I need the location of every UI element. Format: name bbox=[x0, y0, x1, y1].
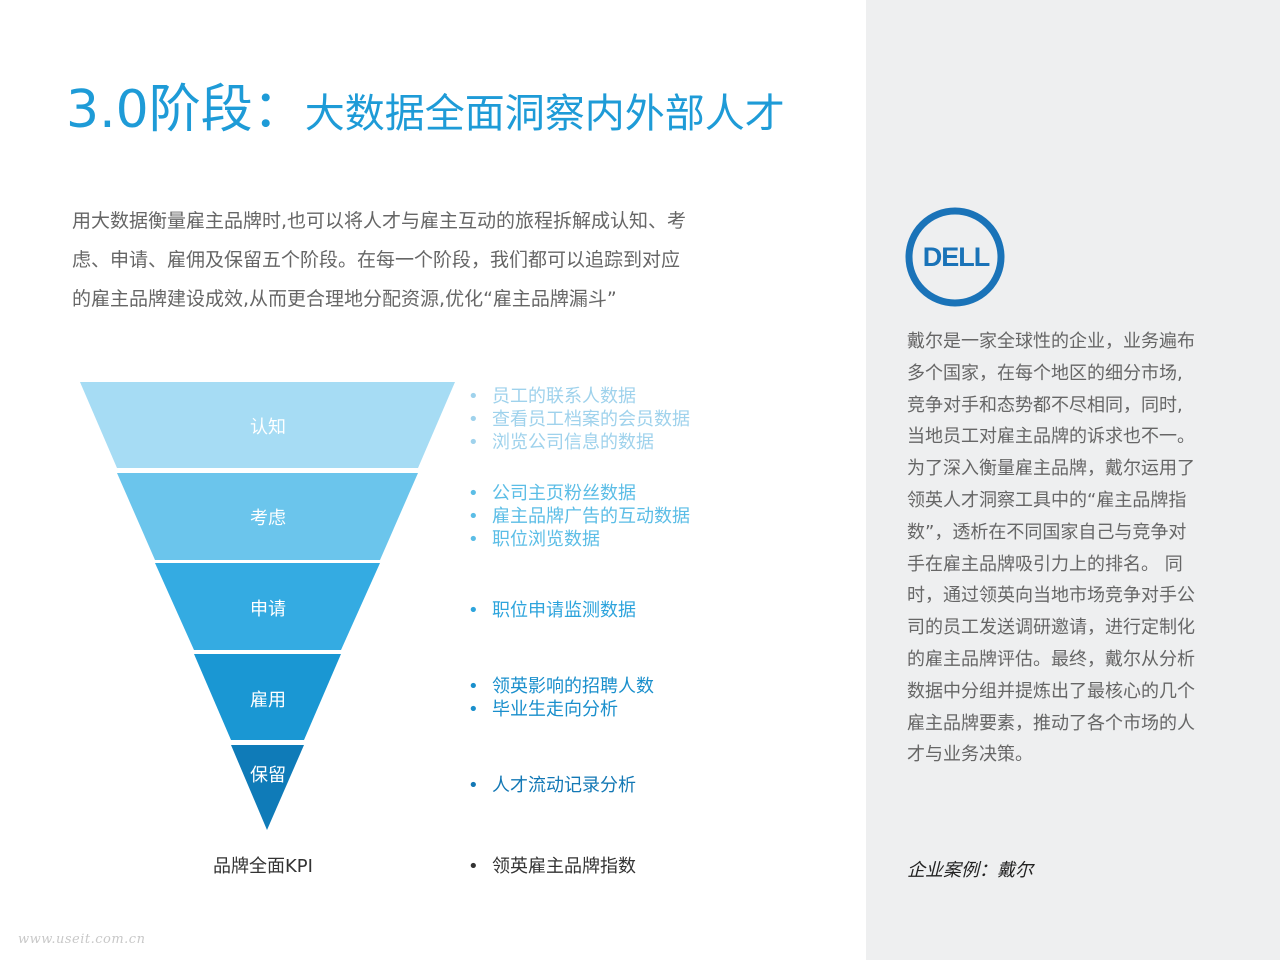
case-study-panel bbox=[866, 0, 1280, 960]
dell-logo-text: DELL bbox=[923, 242, 990, 272]
intro-paragraph: 用大数据衡量雇主品牌时,也可以将人才与雇主互动的旅程拆解成认知、考 虑、申请、雇… bbox=[72, 202, 772, 319]
title-prefix: 3.0阶段： bbox=[66, 80, 305, 140]
bullet-item: 浏览公司信息的数据 bbox=[468, 431, 690, 454]
funnel-stage-retention bbox=[231, 745, 304, 830]
bullet-item: 领英影响的招聘人数 bbox=[468, 675, 654, 698]
bullet-item: 毕业生走向分析 bbox=[468, 698, 654, 721]
case-line: 司的员工发送调研邀请，进行定制化 bbox=[907, 617, 1195, 639]
dell-logo: DELL bbox=[905, 207, 1005, 307]
case-line: 竞争对手和态势都不尽相同，同时, bbox=[907, 394, 1183, 416]
case-line: 数据中分组并提炼出了最核心的几个 bbox=[907, 680, 1195, 702]
stage-bullets-application: 职位申请监测数据 bbox=[468, 599, 636, 622]
case-line: 才与业务决策。 bbox=[907, 744, 1033, 766]
bullet-item: 职位申请监测数据 bbox=[468, 599, 636, 622]
bullet-item: 职位浏览数据 bbox=[468, 528, 690, 551]
case-line: 为了深入衡量雇主品牌，戴尔运用了 bbox=[907, 458, 1195, 480]
intro-line: 的雇主品牌建设成效,从而更合理地分配资源,优化“雇主品牌漏斗” bbox=[72, 288, 617, 310]
bullet-item: 公司主页粉丝数据 bbox=[468, 482, 690, 505]
case-line: 数”，透析在不同国家自己与竞争对 bbox=[907, 521, 1187, 543]
stage-label-hire: 雇用 bbox=[250, 690, 286, 711]
case-line: 戴尔是一家全球性的企业，业务遍布 bbox=[907, 331, 1195, 352]
stage-bullets-awareness: 员工的联系人数据 查看员工档案的会员数据 浏览公司信息的数据 bbox=[468, 385, 690, 454]
case-line: 领英人才洞察工具中的“雇主品牌指 bbox=[907, 489, 1187, 511]
case-label: 企业案例：戴尔 bbox=[907, 860, 1033, 881]
title-main: 大数据全面洞察内外部人才 bbox=[304, 91, 785, 137]
stage-bullets-hire: 领英影响的招聘人数 毕业生走向分析 bbox=[468, 675, 654, 721]
funnel-stage-hire bbox=[194, 654, 341, 740]
page-title: 3.0阶段：大数据全面洞察内外部人才 bbox=[66, 84, 785, 136]
case-line: 雇主品牌要素，推动了各个市场的人 bbox=[907, 712, 1195, 734]
case-line: 当地员工对雇主品牌的诉求也不一。 bbox=[907, 426, 1195, 448]
bullet-item: 人才流动记录分析 bbox=[468, 774, 636, 797]
stage-label-retention: 保留 bbox=[250, 765, 286, 786]
bullet-item: 员工的联系人数据 bbox=[468, 385, 690, 408]
case-line: 时，通过领英向当地市场竞争对手公 bbox=[907, 585, 1195, 607]
funnel-stage-consideration bbox=[117, 473, 418, 560]
funnel-diagram bbox=[80, 382, 455, 830]
kpi-bullet: 领英雇主品牌指数 bbox=[468, 852, 636, 878]
case-line: 多个国家，在每个地区的细分市场, bbox=[907, 362, 1183, 384]
case-line: 手在雇主品牌吸引力上的排名。 同 bbox=[907, 553, 1183, 575]
stage-label-application: 申请 bbox=[250, 599, 286, 620]
stage-bullets-consideration: 公司主页粉丝数据 雇主品牌广告的互动数据 职位浏览数据 bbox=[468, 482, 690, 551]
case-line: 的雇主品牌评估。最终，戴尔从分析 bbox=[907, 648, 1195, 670]
intro-line: 虑、申请、雇佣及保留五个阶段。在每一个阶段，我们都可以追踪到对应 bbox=[72, 249, 681, 271]
bullet-item: 查看员工档案的会员数据 bbox=[468, 408, 690, 431]
stage-label-awareness: 认知 bbox=[250, 417, 286, 438]
watermark: www.useit.com.cn bbox=[18, 932, 146, 947]
stage-label-consideration: 考虑 bbox=[250, 508, 286, 529]
intro-line: 用大数据衡量雇主品牌时,也可以将人才与雇主互动的旅程拆解成认知、考 bbox=[72, 210, 687, 232]
funnel-stage-awareness bbox=[80, 382, 455, 468]
kpi-label: 品牌全面KPI bbox=[213, 856, 313, 877]
funnel-stage-application bbox=[155, 563, 380, 650]
bullet-item: 雇主品牌广告的互动数据 bbox=[468, 505, 690, 528]
case-description: 戴尔是一家全球性的企业，业务遍布 多个国家，在每个地区的细分市场, 竞争对手和态… bbox=[907, 326, 1247, 771]
stage-bullets-retention: 人才流动记录分析 bbox=[468, 774, 636, 797]
